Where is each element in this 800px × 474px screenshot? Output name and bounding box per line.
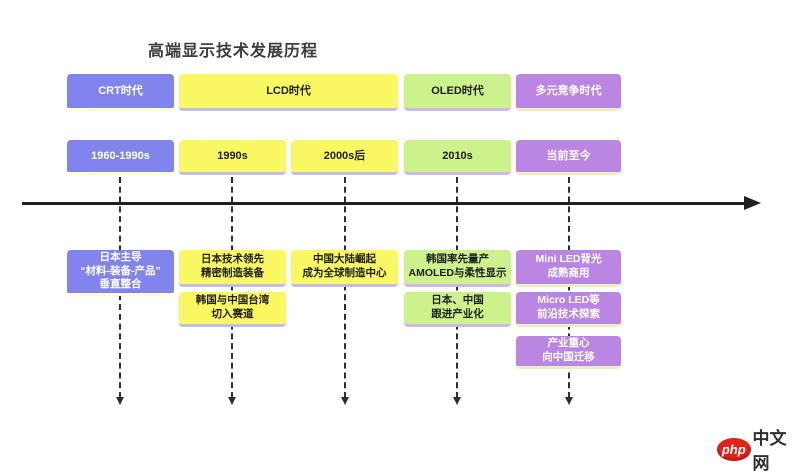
- period-box-2010s: 2010s: [404, 140, 511, 175]
- page-title: 高端显示技术发展历程: [148, 43, 319, 60]
- period-box-1990s: 1990s: [179, 140, 286, 175]
- period-box-now: 当前至今: [516, 140, 621, 175]
- down-arrow-icon: [453, 397, 461, 405]
- timeline-connector-2000s: [344, 177, 346, 398]
- php-logo-text: 中文网: [752, 429, 787, 473]
- era-box-multi: 多元竞争时代: [516, 74, 621, 111]
- period-box-2000s: 2000s后: [291, 140, 398, 175]
- right-arrow-icon: [744, 196, 761, 210]
- php-cn-logo: php 中文网: [717, 424, 800, 474]
- event-box-mini-led: Mini LED背光 成熟商用: [516, 250, 621, 287]
- php-logo-badge: php: [717, 437, 751, 461]
- era-box-crt: CRT时代: [67, 74, 174, 111]
- event-box-japan-china: 日本、中国 跟进产业化: [404, 292, 511, 327]
- down-arrow-icon: [228, 397, 236, 405]
- timeline-connector-now: [568, 177, 570, 398]
- display-tech-timeline-diagram: 高端显示技术发展历程 CRT时代 LCD时代 OLED时代 多元竞争时代 196…: [22, 43, 787, 473]
- era-box-oled: OLED时代: [404, 74, 511, 111]
- timeline-connector-1990s: [231, 177, 233, 398]
- timeline-connector-2010s: [456, 177, 458, 398]
- event-box-korea-amoled: 韩国率先量产 AMOLED与柔性显示: [404, 250, 511, 287]
- era-box-lcd: LCD时代: [179, 74, 398, 111]
- event-box-micro-led: Micro LED等 前沿技术探索: [516, 292, 621, 327]
- event-box-korea-taiwan: 韩国与中国台湾 切入赛道: [179, 292, 286, 327]
- event-box-japan-lead: 日本主导 “材料-装备-产品” 垂直整合: [67, 250, 174, 296]
- down-arrow-icon: [116, 397, 124, 405]
- down-arrow-icon: [341, 397, 349, 405]
- event-box-china-rise: 中国大陆崛起 成为全球制造中心: [291, 250, 398, 287]
- down-arrow-icon: [565, 397, 573, 405]
- timeline-axis: [22, 202, 746, 205]
- event-box-japan-tech: 日本技术领先 精密制造装备: [179, 250, 286, 287]
- period-box-1960-1990s: 1960-1990s: [67, 140, 174, 175]
- event-box-industry-shift: 产业重心 向中国迁移: [516, 336, 621, 369]
